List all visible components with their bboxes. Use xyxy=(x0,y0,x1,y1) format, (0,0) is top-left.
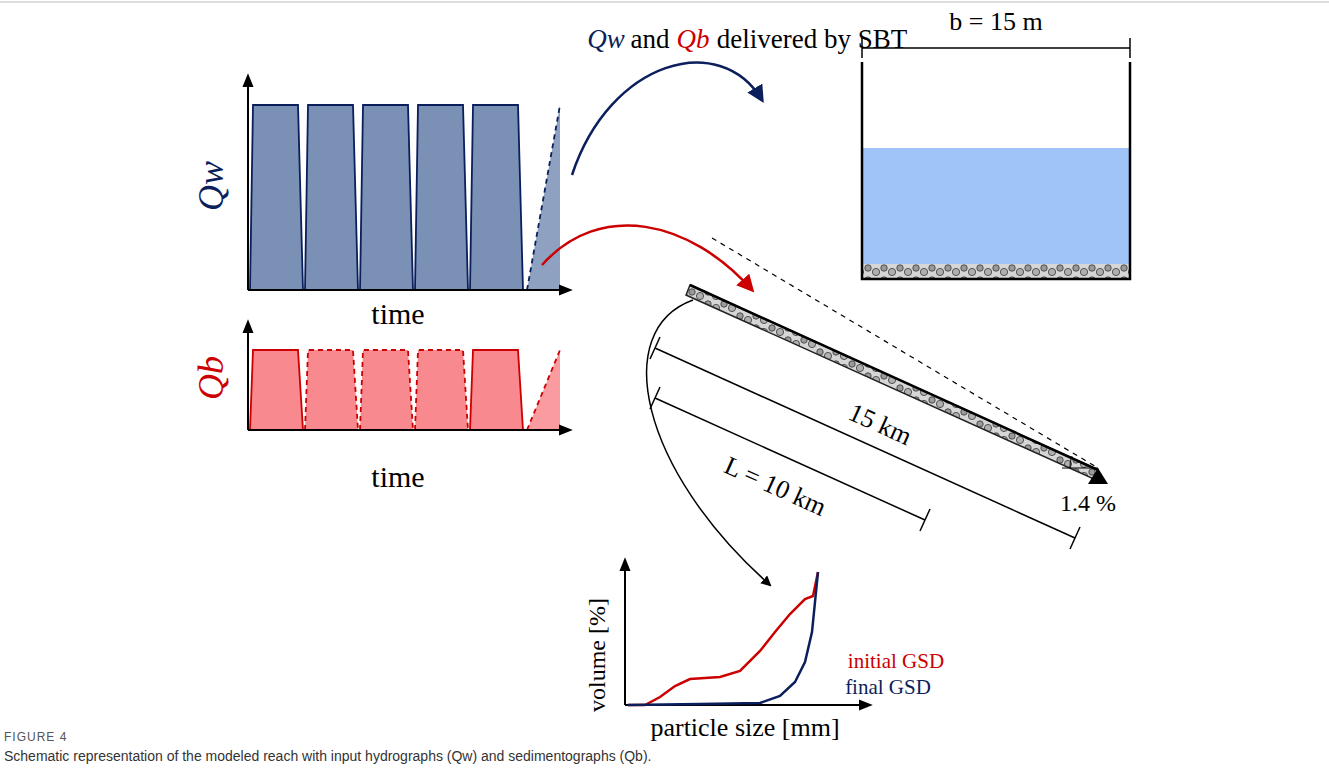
axis-label: particle size [mm] xyxy=(650,714,839,743)
axis-label: time xyxy=(371,297,424,330)
axis-label: Qb xyxy=(192,356,232,400)
legend-label: initial GSD xyxy=(848,650,944,673)
dimension-label: 15 km xyxy=(844,398,916,451)
slope-label: 1.4 % xyxy=(1060,490,1116,516)
dimension-label: b = 15 m xyxy=(949,8,1042,37)
hydrograph xyxy=(250,105,560,290)
legend-label: final GSD xyxy=(845,676,931,699)
axis-symbol: Qb xyxy=(677,25,710,55)
axis-label: time xyxy=(371,460,424,493)
sedimentograph xyxy=(250,350,560,430)
dimension-label: L = 10 km xyxy=(720,452,830,523)
axis-symbol: Qw xyxy=(587,25,625,55)
axis-label: volume [%] xyxy=(584,598,610,712)
figure-caption: Schematic representation of the modeled … xyxy=(4,748,1324,764)
axis-label: Qw xyxy=(192,161,232,211)
title-text: delivered by SBT xyxy=(717,25,907,55)
title-word: and xyxy=(631,25,670,55)
figure-number: FIGURE 4 xyxy=(4,731,67,744)
